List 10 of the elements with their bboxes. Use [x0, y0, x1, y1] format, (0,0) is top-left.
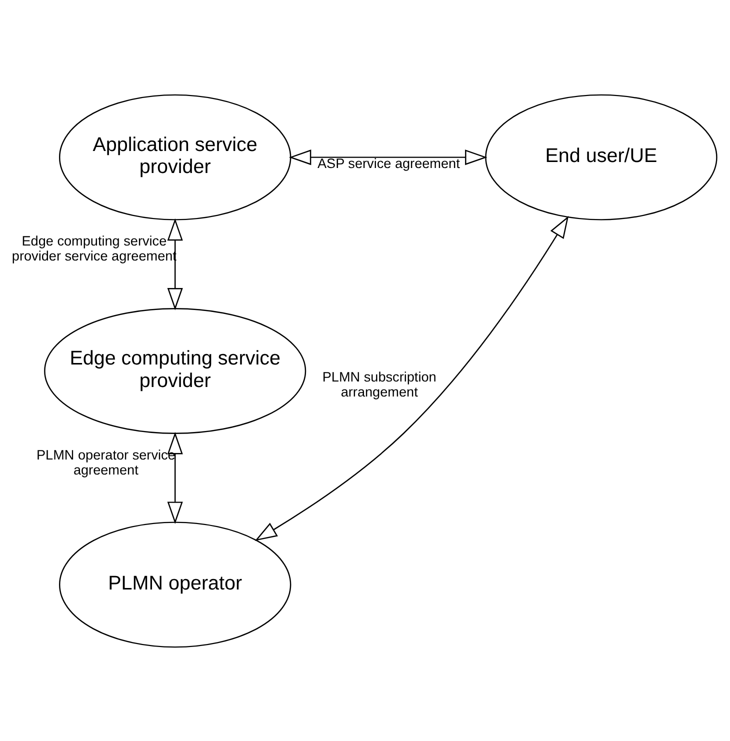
arrow — [254, 215, 569, 540]
edge-label: ASP service agreement — [317, 156, 460, 171]
edge-label: PLMN operator service agreement — [36, 446, 176, 477]
node-ellipse: Application service provider — [58, 94, 292, 220]
arrow — [167, 218, 183, 310]
node-ellipse: Edge computing service provider — [44, 308, 306, 434]
edge-label: PLMN subscription arrangement — [322, 369, 436, 399]
arrow — [288, 149, 488, 165]
node-ellipse: End user/UE — [485, 94, 718, 220]
arrow — [167, 432, 183, 524]
